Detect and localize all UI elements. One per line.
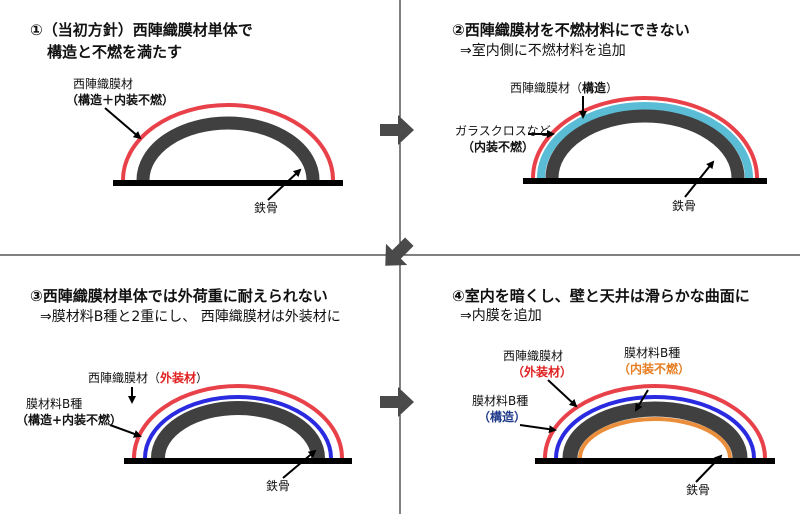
p2-steel-leader: [684, 160, 715, 198]
panel1-title-line1: ①（当初方針）西陣織膜材単体で: [30, 21, 253, 39]
panel3-b-name: 膜材料B種: [26, 397, 83, 411]
panel1-steel-label: 鉄骨: [254, 201, 279, 215]
panel3-nishijin-membrane: [132, 384, 344, 459]
panel2-title: ②西陣織膜材を不燃材料にできない: [452, 21, 690, 39]
panel3-title: ③西陣織膜材単体では外荷重に耐えられない: [30, 287, 328, 305]
p3-steel-leader: [282, 449, 317, 479]
panel4-b-struct-role: （構造）: [478, 410, 527, 424]
panel3-membrane-label: 西陣織膜材（外装材）: [88, 371, 209, 385]
panel3-b-role: （構造+内装不燃）: [16, 413, 123, 427]
panel3-membrane-role: 外装材: [160, 371, 197, 385]
panel1-steel-arch: [136, 116, 320, 181]
p4-steel-leader: [695, 454, 723, 483]
p1-steel-leader: [267, 168, 302, 201]
panel2-membrane-label: 西陣織膜材（構造）: [510, 81, 619, 95]
panel3-dome: [124, 384, 352, 464]
panel3-gap: [139, 391, 337, 459]
arrow-right-1to2: [380, 115, 414, 145]
panel1-membrane-role: （構造＋内装不燃）: [66, 93, 175, 107]
panel1-membrane-name: 西陣織膜材: [73, 77, 134, 91]
p3-b-type-leader: [109, 424, 142, 438]
panel2-nishijin-membrane: [531, 96, 759, 179]
panel2-steel-label: 鉄骨: [672, 199, 697, 213]
p4-membrane-leader: [547, 379, 578, 408]
panel4-b-struct-name: 膜材料B種: [472, 394, 529, 408]
panel1-gap: [128, 109, 328, 181]
panel4-steel-label: 鉄骨: [686, 483, 711, 497]
panel2-dome: [523, 96, 767, 184]
panel4-title: ④室内を暗くし、壁と天井は滑らかな曲面に: [452, 287, 750, 305]
panel1-dome: [113, 103, 343, 186]
panel4-membrane-role: （外装材）: [512, 365, 573, 379]
panel4-b-inner-role: （内装不燃）: [618, 362, 691, 376]
panel2-steel-arch: [545, 109, 745, 179]
panel4-subtitle: ⇒内膜を追加: [460, 308, 542, 324]
p1-membrane-leader: [104, 107, 142, 140]
panel2-glass-name: ガラスクロスなど: [455, 124, 551, 138]
panel4-gap: [550, 391, 760, 459]
panel2-subtitle: ⇒室内側に不燃材料を追加: [460, 43, 626, 59]
panel4-b-type-membrane: [554, 395, 756, 459]
panel4-membrane-name: 西陣織膜材: [503, 349, 564, 363]
panel2-glass-cloth: [537, 102, 753, 179]
arrow-diagonal-2to3: [385, 237, 414, 266]
panel3-steel-label: 鉄骨: [266, 479, 291, 493]
panel4-base: [535, 458, 775, 464]
panel4-nishijin-membrane: [543, 384, 767, 459]
panel2-base: [523, 178, 767, 184]
arrow-right-3to4: [380, 387, 414, 417]
panel3-b-type-membrane: [143, 395, 333, 459]
panel4-dome: [535, 384, 775, 464]
panel1-title-line2: 構造と不燃を満たす: [47, 43, 183, 61]
panel1-nishijin-membrane: [121, 103, 335, 181]
panel2-glass-role: （内装不燃）: [462, 140, 535, 154]
panel2-membrane-role: 構造: [582, 81, 607, 95]
panel3-base: [124, 458, 352, 464]
p4-inner-leader: [634, 389, 649, 412]
panel4-steel-arch: [562, 401, 748, 459]
panel3-subtitle: ⇒膜材料B種と2重にし、 西陣織膜材は外装材に: [40, 309, 341, 325]
panel4-b-inner-name: 膜材料B種: [624, 346, 681, 360]
panel1-base: [113, 180, 343, 186]
panel4-inner-membrane: [578, 417, 732, 459]
panel3-steel-arch: [151, 401, 325, 459]
p4-b-struct-leader: [519, 424, 557, 434]
